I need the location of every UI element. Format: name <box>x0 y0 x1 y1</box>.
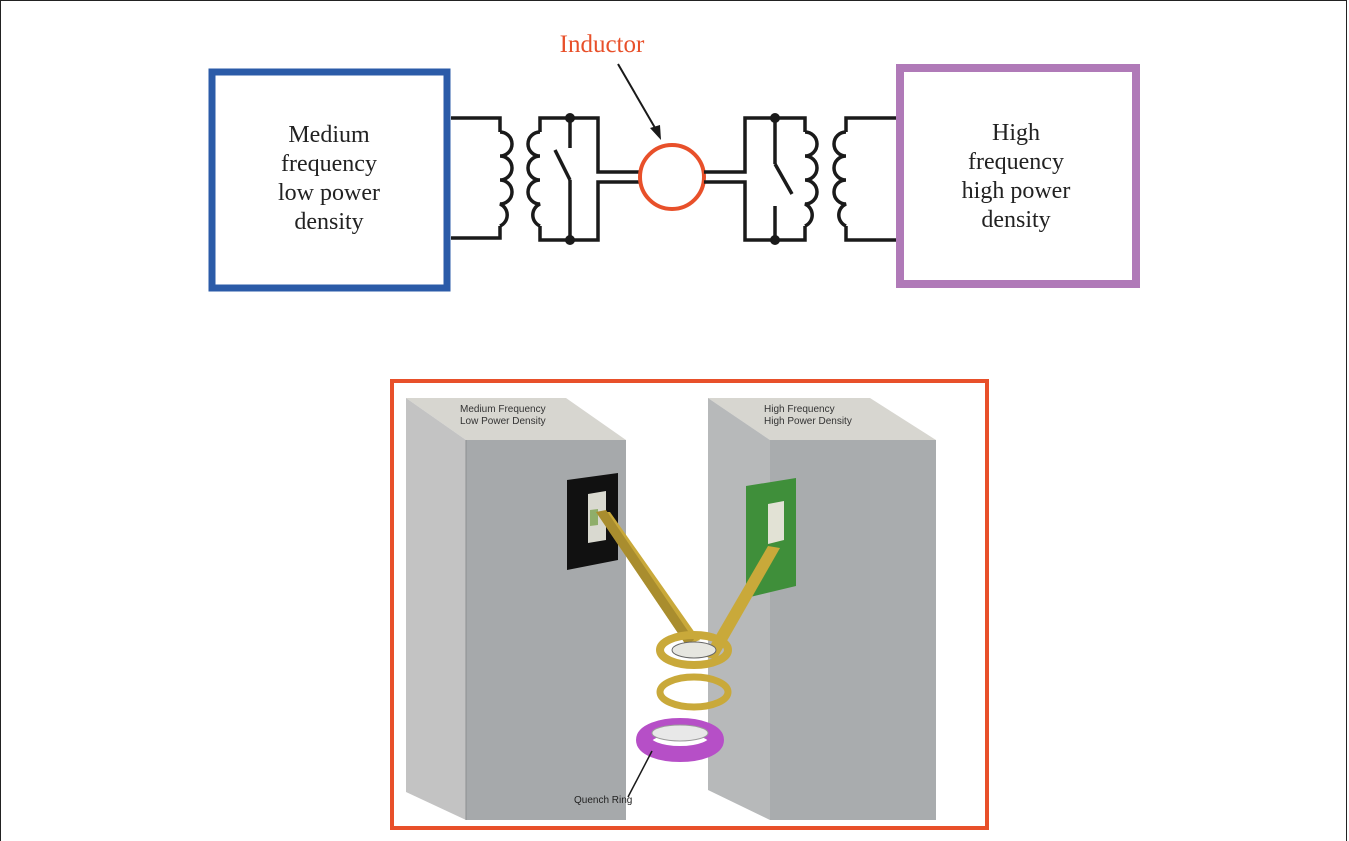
left-cabinet-label-line-1: Medium Frequency <box>460 404 546 415</box>
left-transformer-primary-coil <box>499 130 514 228</box>
right-cabinet-label-line-1: High Frequency <box>764 404 835 415</box>
left-cabinet-label: Medium Frequency Low Power Density <box>460 404 600 428</box>
left-box-line-3: low power <box>278 180 380 206</box>
right-busbar <box>704 546 780 660</box>
right-cabinet-label: High Frequency High Power Density <box>764 404 914 428</box>
right-cabinet-label-line-2: High Power Density <box>764 416 852 427</box>
circuit-schematic: Medium frequency low power density High … <box>208 31 1140 292</box>
right-box-line-3: high power <box>962 178 1071 204</box>
left-source-box <box>208 68 451 292</box>
middle-gold-ring <box>656 673 732 711</box>
right-box-line-4: density <box>981 207 1050 233</box>
quench-ring-label: Quench Ring <box>574 795 633 806</box>
right-transformer-secondary-coil <box>832 130 847 228</box>
right-cabinet-front-face <box>770 440 936 820</box>
left-box-line-4: density <box>294 209 363 235</box>
left-switch-blade <box>553 149 572 181</box>
right-switch-node-bottom <box>770 235 780 245</box>
right-switch-node-top <box>770 113 780 123</box>
right-transformer-primary-coil <box>804 130 819 228</box>
right-wiring <box>704 116 896 242</box>
left-cabinet-left-face <box>406 398 466 820</box>
left-wiring <box>451 116 640 242</box>
left-box-line-2: frequency <box>281 151 377 177</box>
right-cabinet-top <box>708 398 936 440</box>
left-switch-node-top <box>565 113 575 123</box>
ring-stack <box>636 631 732 762</box>
top-gold-ring <box>656 631 732 669</box>
inductor-arrowhead <box>650 125 661 140</box>
right-load-box <box>896 64 1140 288</box>
inductor-pointer-arrow <box>617 63 659 134</box>
left-box-line-1: Medium <box>288 122 370 148</box>
busbars <box>596 510 780 660</box>
left-cabinet-label-line-2: Low Power Density <box>460 416 546 427</box>
cabinet-illustration <box>390 379 989 830</box>
right-switch-blade <box>773 163 794 195</box>
quench-ring-leader <box>627 750 653 798</box>
left-switch-node-bottom <box>565 235 575 245</box>
right-box-line-1: High <box>992 120 1040 146</box>
left-transformer-secondary-coil <box>526 130 541 228</box>
right-box-line-2: frequency <box>968 149 1064 175</box>
left-cabinet <box>406 398 626 820</box>
inductor-label: Inductor <box>560 31 645 58</box>
left-cabinet-top <box>406 398 626 440</box>
inductor-symbol <box>638 143 706 211</box>
